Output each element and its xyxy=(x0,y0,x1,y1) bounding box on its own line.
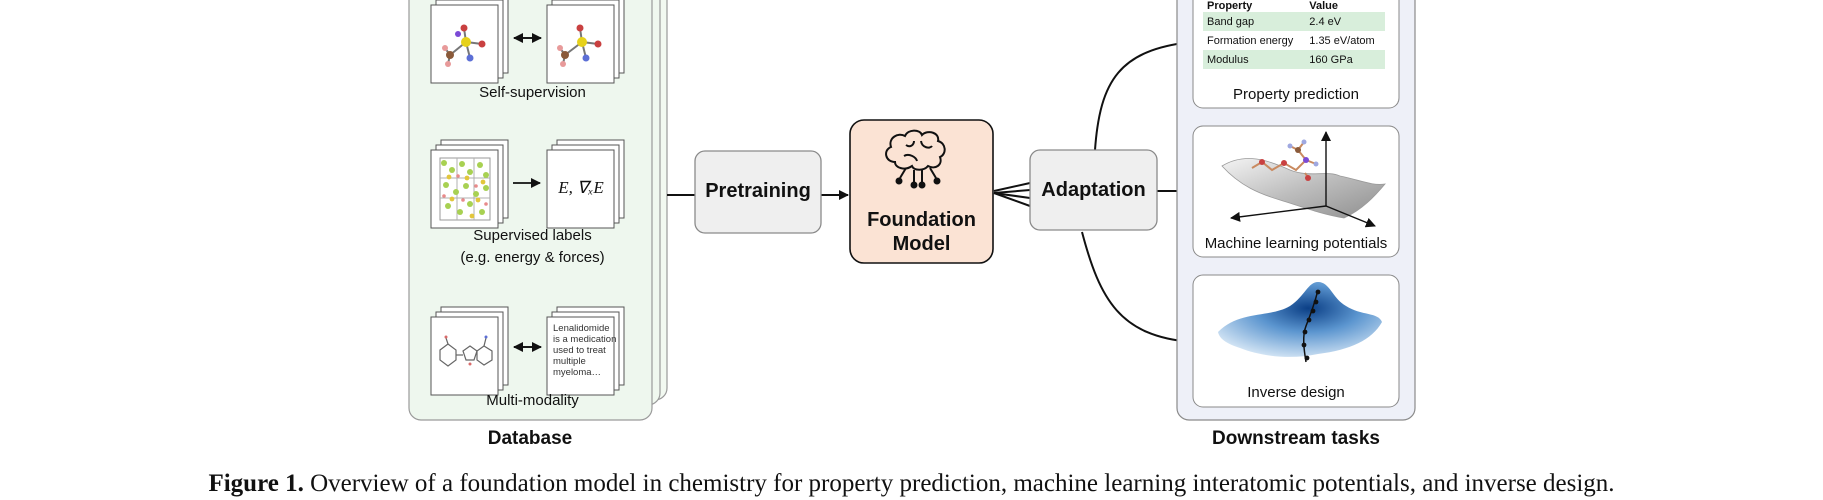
table-header-row: Property Value xyxy=(1203,0,1385,12)
table-cell-value: 160 GPa xyxy=(1305,50,1385,69)
table-cell-property: Modulus xyxy=(1203,50,1306,69)
supervised-labels-sublabel: (e.g. energy & forces) xyxy=(460,249,605,266)
self-supervision-cards xyxy=(430,0,625,84)
crystal-icon xyxy=(439,157,491,221)
text-modality-note: Lenalidomide is a medication used to tre… xyxy=(553,323,617,378)
property-table: Property Value Band gap 2.4 eV Formation… xyxy=(1203,0,1385,69)
pretraining-box xyxy=(694,150,822,234)
table-cell-value: 1.35 eV/atom xyxy=(1309,34,1375,47)
table-row: Band gap 2.4 eV xyxy=(1203,12,1385,31)
property-prediction-label: Property prediction xyxy=(1233,86,1359,103)
figure-caption: Figure 1. Overview of a foundation model… xyxy=(0,470,1823,498)
multi-modality-label: Multi-modality xyxy=(486,392,579,409)
table-row: Modulus 160 GPa xyxy=(1203,50,1385,69)
table-row: Formation energy 1.35 eV/atom xyxy=(1203,31,1385,50)
potential-surface-icon xyxy=(1221,131,1386,228)
foundation-model-label-line1: Foundation xyxy=(867,209,976,231)
ml-potentials-label: Machine learning potentials xyxy=(1204,235,1388,252)
table-cell-property: Formation energy xyxy=(1207,34,1294,47)
table-header-value: Value xyxy=(1309,0,1339,12)
caption-text: Overview of a foundation model in chemis… xyxy=(310,470,1615,497)
flow-connectors xyxy=(667,38,1192,347)
pretraining-label: Pretraining xyxy=(705,180,811,202)
molecule-icon xyxy=(442,24,486,67)
multimodality-cards xyxy=(430,306,625,396)
table-cell-property: Band gap xyxy=(1203,12,1306,31)
adaptation-label: Adaptation xyxy=(1041,179,1146,201)
downstream-title: Downstream tasks xyxy=(1212,428,1380,449)
structure-icon xyxy=(439,335,493,367)
brain-chip-icon xyxy=(885,129,946,189)
energy-forces-math: E, ∇ₓE xyxy=(558,178,604,197)
database-title: Database xyxy=(487,428,573,449)
table-header-property: Property xyxy=(1207,0,1253,12)
supervised-cards xyxy=(430,139,625,229)
foundation-model-label-line2: Model xyxy=(892,233,951,255)
design-landscape-icon xyxy=(1218,282,1382,363)
supervised-labels-label: Supervised labels xyxy=(473,227,592,244)
inverse-design-label: Inverse design xyxy=(1247,384,1345,401)
table-cell-value: 2.4 eV xyxy=(1305,12,1385,31)
self-supervision-label: Self-supervision xyxy=(479,84,586,101)
adaptation-box xyxy=(1029,149,1158,231)
molecule-icon xyxy=(557,24,602,67)
caption-label: Figure 1. xyxy=(208,470,304,497)
